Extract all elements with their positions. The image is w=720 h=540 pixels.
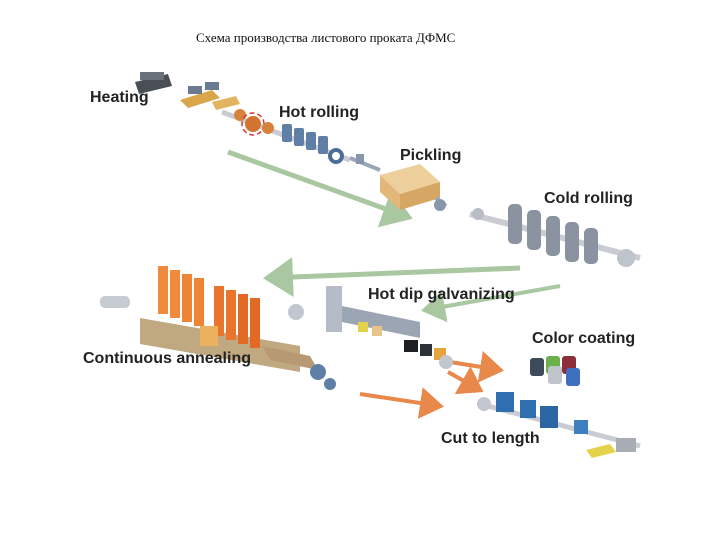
page-title: Схема производства листового проката ДФМ…: [196, 30, 456, 45]
color-coating-equipment: [530, 356, 580, 386]
stage-label-hot-rolling: Hot rolling: [279, 104, 359, 121]
stage-label-pickling: Pickling: [400, 147, 462, 164]
arrow-coldrolling-to-galvanizing: [421, 284, 561, 323]
stage-label-hot-dip-galvanizing: Hot dip galvanizing: [368, 286, 515, 303]
pickling-equipment: [349, 154, 448, 211]
stage-label-cut-to-length: Cut to length: [441, 430, 540, 447]
stage-label-heating: Heating: [90, 89, 149, 106]
cold-rolling-equipment: [469, 204, 641, 267]
heating-equipment: [135, 72, 240, 110]
cut-to-length-equipment: [477, 392, 641, 458]
stage-label-color-coating: Color coating: [532, 330, 636, 347]
arrow-annealing-to-cut: [359, 387, 444, 419]
stage-label-continuous-annealing: Continuous annealing: [83, 350, 251, 367]
hot-rolling-equipment: [221, 109, 351, 164]
arrow-galvanizing-to-colorcoating: [449, 351, 504, 383]
arrow-coldrolling-to-annealing: [263, 257, 521, 297]
hot-dip-galvanizing-equipment: [288, 286, 453, 369]
stage-label-cold-rolling: Cold rolling: [544, 190, 633, 207]
arrow-galvanizing-to-cut: [447, 366, 484, 395]
continuous-annealing-equipment: [100, 266, 336, 390]
arrow-hotrolling-to-coldrolling: [227, 149, 413, 228]
